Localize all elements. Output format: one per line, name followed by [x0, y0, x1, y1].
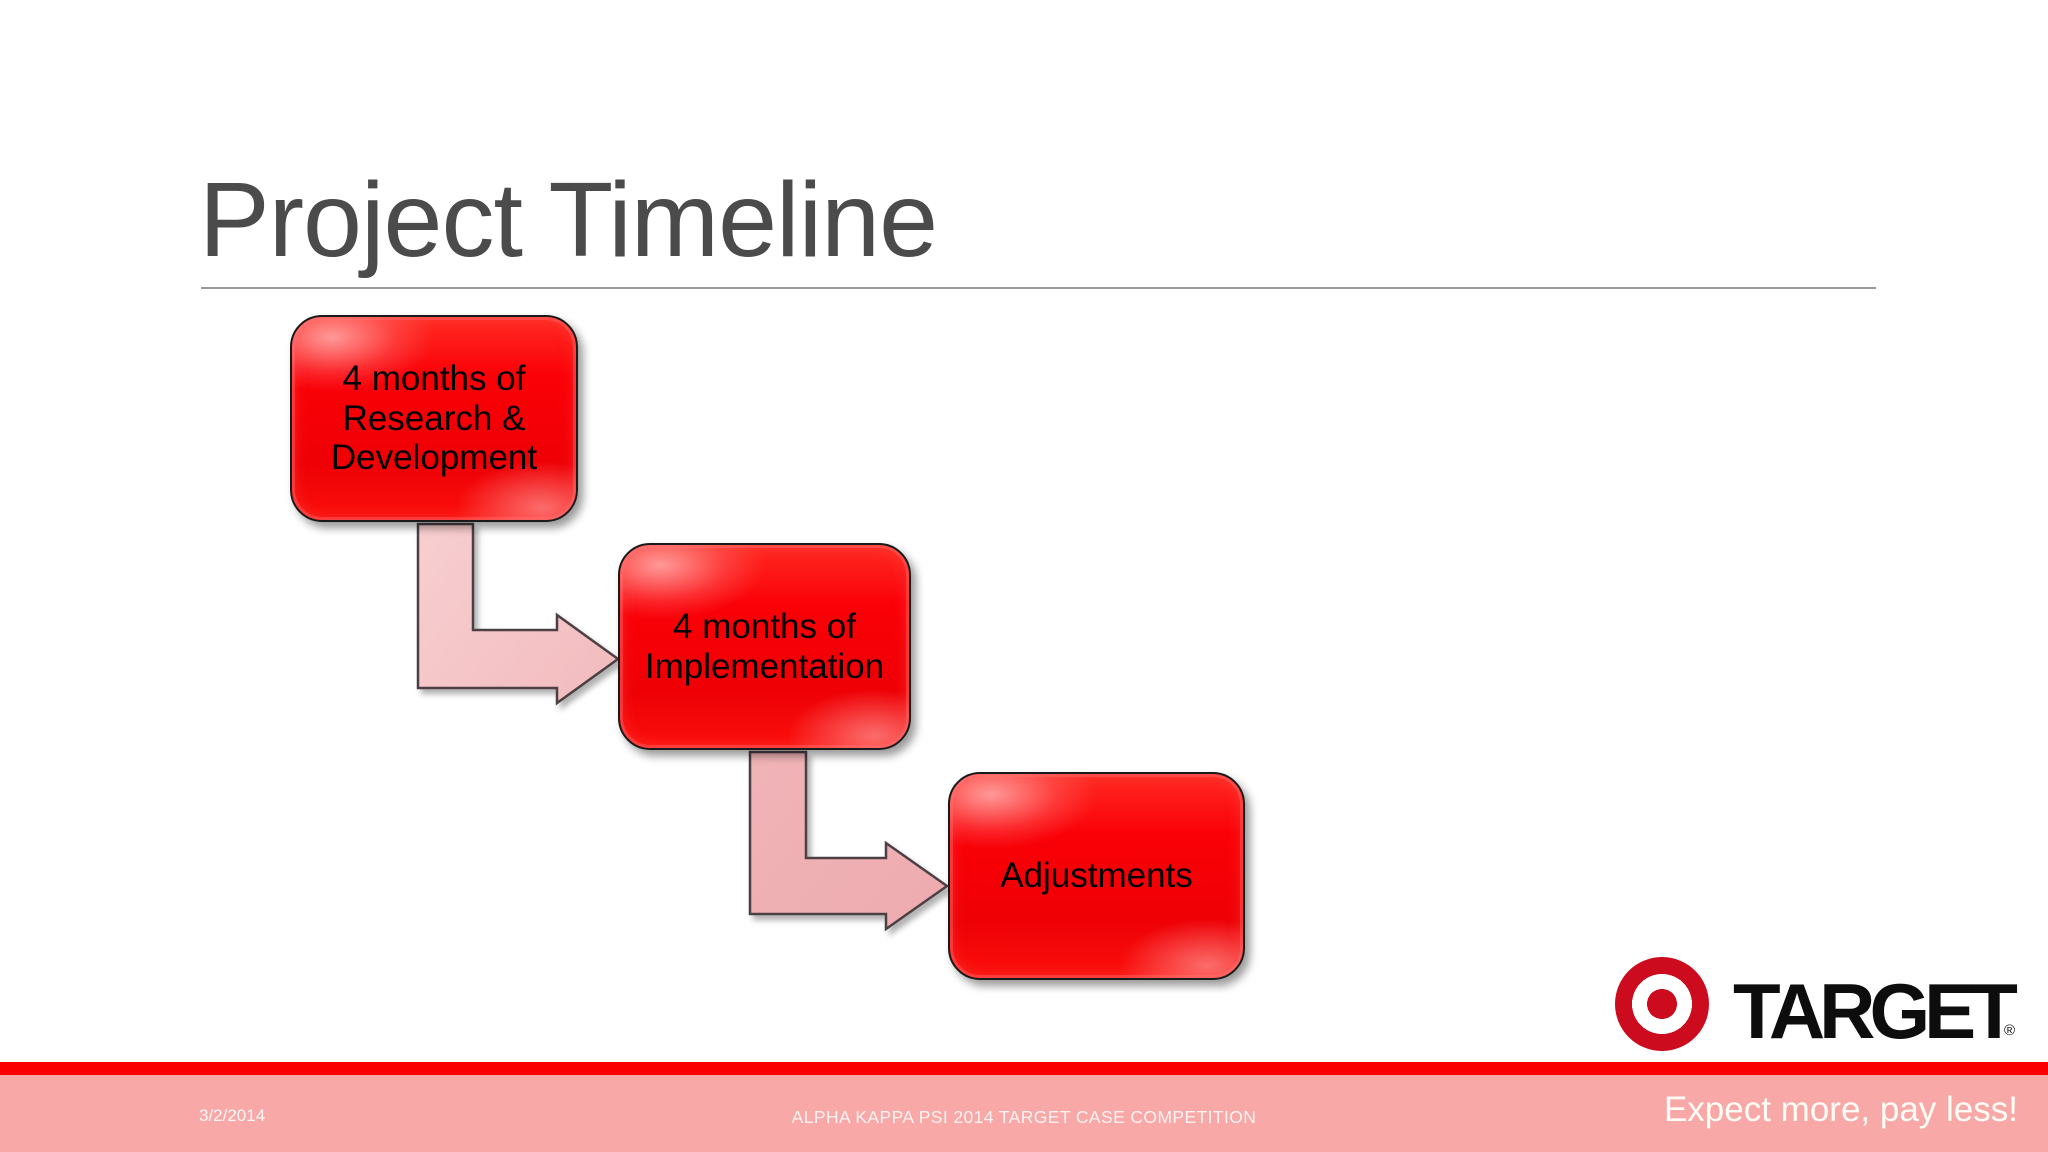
target-wordmark: TARGET	[1733, 967, 2018, 1055]
elbow-arrow-1	[416, 522, 621, 706]
footer-tagline: Expect more, pay less!	[1663, 1090, 2018, 1129]
footer-red-strip	[0, 1062, 2048, 1075]
step-box-research: 4 months of Research & Development	[290, 315, 578, 522]
page-title: Project Timeline	[199, 161, 938, 279]
target-bullseye-icon	[1615, 957, 1709, 1051]
title-underline	[201, 287, 1876, 289]
step-box-line: 4 months of	[342, 359, 526, 399]
footer-competition-text: ALPHA KAPPA PSI 2014 TARGET CASE COMPETI…	[791, 1107, 1257, 1127]
registered-trademark-symbol: ®	[2004, 1022, 2016, 1039]
step-box-implementation: 4 months of Implementation	[618, 543, 911, 750]
step-box-adjustments: Adjustments	[948, 772, 1245, 980]
step-box-line: Research &	[342, 398, 526, 438]
step-box-line: Implementation	[644, 646, 885, 686]
footer-bar: 3/2/2014 ALPHA KAPPA PSI 2014 TARGET CAS…	[0, 1075, 2048, 1152]
footer-date: 3/2/2014	[199, 1106, 266, 1125]
step-box-line: 4 months of	[673, 606, 856, 646]
elbow-arrow-2	[748, 750, 950, 932]
step-box-line: Adjustments	[1000, 856, 1193, 896]
step-box-line: Development	[330, 438, 538, 478]
